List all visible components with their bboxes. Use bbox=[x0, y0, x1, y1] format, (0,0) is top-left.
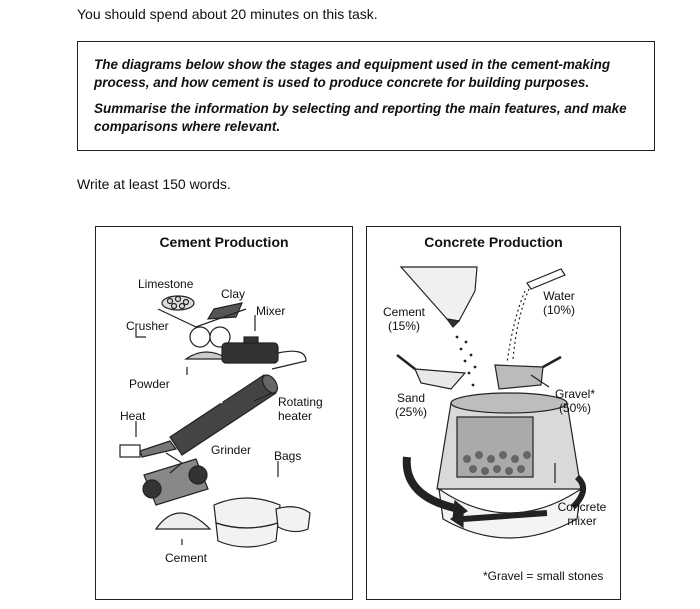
bags-label: Bags bbox=[274, 449, 302, 463]
cement-process-illustration bbox=[119, 295, 311, 548]
rotating-heater-label-line1: Rotating bbox=[278, 395, 323, 409]
task-prompt-paragraph-2: Summarise the information by selecting a… bbox=[94, 101, 627, 134]
heat-burner-icon bbox=[119, 440, 178, 458]
concrete-mixer-label-line2: mixer bbox=[567, 514, 597, 528]
task-prompt-box: The diagrams below show the stages and e… bbox=[77, 41, 655, 151]
clay-pile-icon bbox=[206, 302, 244, 320]
cement-diagram-title: Cement Production bbox=[159, 234, 289, 250]
task-prompt-paragraph-1: The diagrams below show the stages and e… bbox=[94, 57, 611, 90]
limestone-label: Limestone bbox=[138, 277, 194, 291]
task-time-instruction: You should spend about 20 minutes on thi… bbox=[77, 6, 378, 22]
rotating-heater-icon bbox=[169, 374, 279, 456]
concrete-production-diagram: Concrete Production Cement (15%) Water (… bbox=[366, 226, 621, 600]
cement-ingredient-name: Cement bbox=[382, 305, 426, 319]
water-pipe-icon bbox=[506, 268, 566, 364]
cement-hopper-icon bbox=[399, 266, 478, 328]
powder-label: Powder bbox=[129, 377, 170, 391]
grinder-icon bbox=[142, 452, 209, 506]
concrete-diagram-title: Concrete Production bbox=[424, 234, 563, 250]
cement-output-label: Cement bbox=[165, 551, 208, 565]
cement-production-diagram: Cement Production Limestone Clay Mixer C… bbox=[95, 226, 353, 600]
sand-scoop-icon bbox=[396, 354, 467, 390]
crusher-label: Crusher bbox=[126, 319, 169, 333]
crusher-icon bbox=[189, 326, 231, 348]
concrete-mixer-label: Concrete mixer bbox=[547, 500, 617, 528]
water-ingredient-percent: (10%) bbox=[542, 303, 575, 317]
concrete-mixer-label-line1: Concrete bbox=[557, 500, 607, 514]
mixer-icon bbox=[221, 336, 279, 364]
rotating-heater-label-line2: heater bbox=[278, 409, 313, 423]
concrete-mixer-icon bbox=[402, 392, 586, 539]
gravel-scoop-icon bbox=[494, 355, 562, 390]
limestone-pile-icon bbox=[161, 295, 195, 311]
word-count-instruction: Write at least 150 words. bbox=[77, 176, 231, 192]
sand-ingredient-label: Sand (25%) bbox=[389, 391, 433, 419]
rotating-heater-label: Rotating heater bbox=[278, 395, 323, 423]
water-ingredient-label: Water (10%) bbox=[537, 289, 581, 317]
water-ingredient-name: Water bbox=[543, 289, 575, 303]
gravel-footnote: *Gravel = small stones bbox=[483, 569, 604, 583]
gravel-ingredient-label: Gravel* (50%) bbox=[551, 387, 599, 415]
sand-ingredient-percent: (25%) bbox=[394, 405, 427, 419]
mixer-label: Mixer bbox=[256, 304, 286, 318]
cement-pile-icon bbox=[154, 512, 212, 530]
sand-ingredient-name: Sand bbox=[396, 391, 426, 405]
cement-bags-icon bbox=[213, 497, 311, 548]
cement-ingredient-label: Cement (15%) bbox=[379, 305, 429, 333]
heat-label: Heat bbox=[120, 409, 146, 423]
concrete-process-illustration bbox=[396, 266, 586, 539]
cement-ingredient-percent: (15%) bbox=[387, 319, 420, 333]
clay-label: Clay bbox=[221, 287, 246, 301]
gravel-ingredient-name: Gravel* bbox=[554, 387, 595, 401]
grinder-label: Grinder bbox=[211, 443, 252, 457]
gravel-ingredient-percent: (50%) bbox=[558, 401, 591, 415]
